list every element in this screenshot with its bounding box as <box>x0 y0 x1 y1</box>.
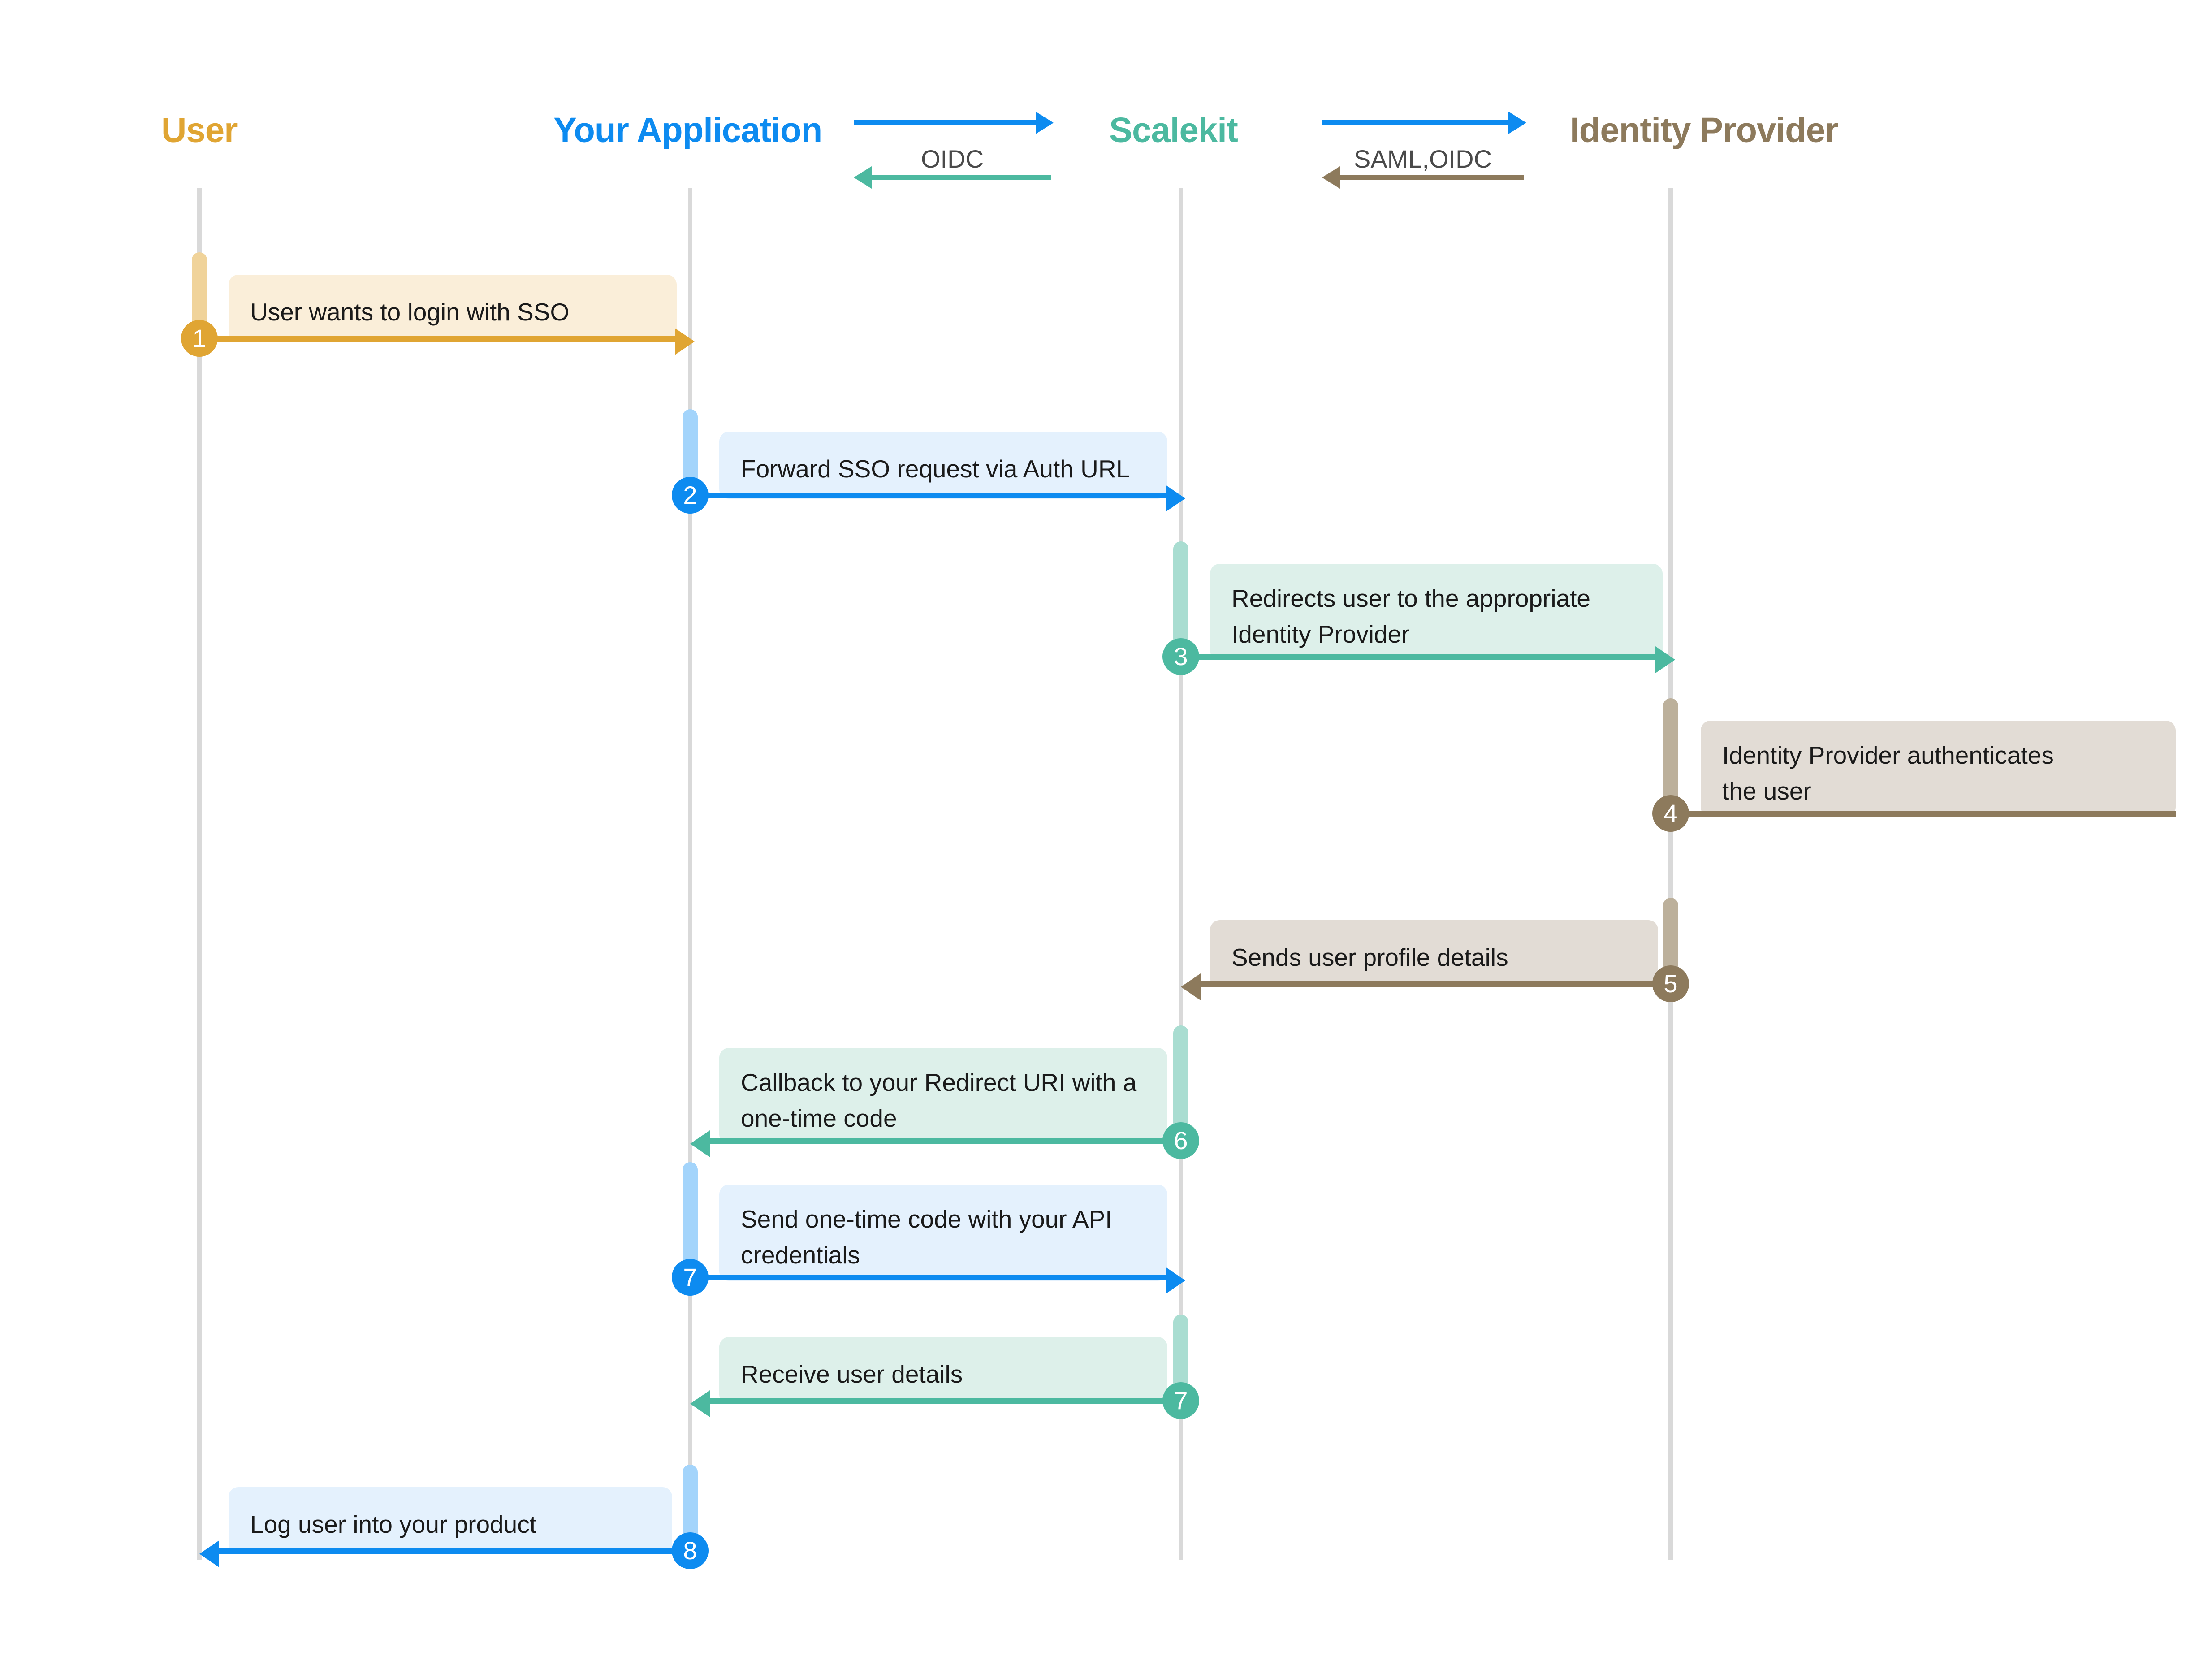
arrowhead-step-2 <box>1166 485 1185 512</box>
note-box-step-4 <box>1701 721 2176 817</box>
note-text-step-5: Sends user profile details <box>1231 943 1508 971</box>
lifeline-label-user: User <box>161 110 238 150</box>
activation-bar-step-9 <box>683 1465 698 1541</box>
note-text-step-3: Redirects user to the appropriate Identi… <box>1231 584 1590 648</box>
step-number-9[interactable]: 8 <box>672 1532 709 1569</box>
message-line-step-2 <box>690 493 1166 498</box>
step-number-3[interactable]: 3 <box>1162 638 1199 675</box>
arrowhead-step-6 <box>690 1130 710 1157</box>
step-number-8[interactable]: 7 <box>1162 1382 1199 1419</box>
message-line-step-4 <box>1671 811 2176 817</box>
message-line-step-1 <box>199 336 675 342</box>
protocol-samloidc-back-line <box>1337 175 1524 180</box>
arrowhead-step-9 <box>199 1540 219 1567</box>
protocol-samloidc-back-arrowhead <box>1322 166 1340 189</box>
note-text-step-8: Receive user details <box>741 1360 963 1388</box>
protocol-oidc-back-line <box>869 175 1051 180</box>
protocol-oidc-forward-arrowhead <box>1036 112 1054 134</box>
note-box-step-1 <box>229 275 677 342</box>
note-box-step-7 <box>719 1185 1167 1281</box>
message-line-step-9 <box>215 1548 690 1554</box>
protocol-oidc-forward-line <box>854 120 1036 125</box>
note-text-step-4: Identity Provider authenticates the user <box>1722 741 2054 805</box>
lifeline-label-scalekit: Scalekit <box>1109 110 1238 150</box>
activation-bar-step-5 <box>1663 898 1678 974</box>
message-line-step-3 <box>1181 654 1655 660</box>
lifeline-idp <box>1668 188 1673 1560</box>
activation-bar-step-7 <box>683 1162 698 1267</box>
note-box-step-9 <box>229 1487 672 1554</box>
protocol-samloidc-forward-line <box>1322 120 1508 125</box>
message-line-step-6 <box>705 1138 1181 1144</box>
activation-bar-step-8 <box>1173 1315 1188 1391</box>
arrowhead-step-8 <box>690 1390 710 1417</box>
arrowhead-step-5 <box>1181 973 1201 1000</box>
protocol-oidc-back-arrowhead <box>854 166 872 189</box>
activation-bar-step-1 <box>192 252 207 329</box>
protocol-oidc-label: OIDC <box>921 145 984 173</box>
note-box-step-5 <box>1210 920 1658 987</box>
lifeline-label-app: Your Application <box>553 110 822 150</box>
note-box-step-6 <box>719 1048 1167 1144</box>
activation-bar-step-6 <box>1173 1025 1188 1131</box>
step-number-5[interactable]: 5 <box>1652 965 1689 1002</box>
activation-bar-step-4 <box>1663 698 1678 804</box>
step-number-4[interactable]: 4 <box>1652 795 1689 832</box>
lifeline-scalekit <box>1179 188 1183 1560</box>
lifeline-app <box>688 188 692 1560</box>
note-box-step-8 <box>719 1337 1167 1404</box>
lifeline-label-idp: Identity Provider <box>1570 110 1838 150</box>
note-box-step-2 <box>719 432 1167 499</box>
step-number-2[interactable]: 2 <box>672 477 709 514</box>
arrowhead-step-7 <box>1166 1267 1185 1294</box>
note-text-step-6: Callback to your Redirect URI with a one… <box>741 1068 1137 1132</box>
arrowhead-step-1 <box>675 328 695 355</box>
protocol-samloidc-label: SAML,OIDC <box>1353 145 1492 173</box>
note-text-step-1: User wants to login with SSO <box>250 298 570 326</box>
activation-bar-step-2 <box>683 409 698 485</box>
message-line-step-5 <box>1196 981 1671 987</box>
message-line-step-8 <box>705 1398 1181 1404</box>
arrowhead-step-3 <box>1655 646 1675 673</box>
note-text-step-2: Forward SSO request via Auth URL <box>741 455 1130 483</box>
protocol-samloidc-forward-arrowhead <box>1508 112 1526 134</box>
message-line-step-7 <box>690 1275 1166 1280</box>
note-text-step-7: Send one-time code with your API credent… <box>741 1205 1112 1269</box>
note-box-step-3 <box>1210 564 1663 660</box>
step-number-6[interactable]: 6 <box>1162 1122 1199 1159</box>
note-text-step-9: Log user into your product <box>250 1510 536 1538</box>
activation-bar-step-3 <box>1173 541 1188 647</box>
step-number-1[interactable]: 1 <box>181 320 218 357</box>
lifeline-user <box>197 188 202 1560</box>
step-number-7[interactable]: 7 <box>672 1259 709 1296</box>
